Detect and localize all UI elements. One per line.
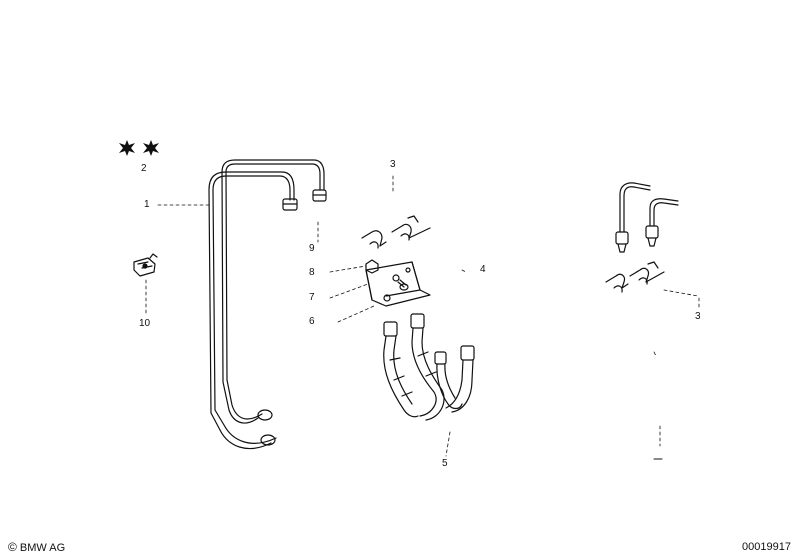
callout-1: 1 [144,199,150,210]
brand-name: BMW AG [19,542,66,554]
callout-10: 10 [139,318,151,329]
callout-9: 9 [309,243,315,254]
copyright-symbol: © [8,540,17,554]
pipe-clip-pair [361,215,431,249]
callout-4: 4 [480,264,486,275]
mounting-bracket [365,259,431,307]
brake-pipe-assembly [208,159,327,450]
copyright-notice: © BMW AG [8,541,65,555]
brake-hose-set [383,313,475,421]
callout-2: 2 [141,163,147,174]
callout-6: 6 [309,316,315,327]
pipe-clip-part [133,253,158,277]
callout-7: 7 [309,292,315,303]
star-icon [119,140,135,156]
callout-3-right: 3 [695,311,701,322]
leader-lines [145,175,700,457]
callout-5: 5 [442,458,448,469]
callout-3-left: 3 [390,159,396,170]
rear-brake-pipes [605,182,679,293]
star-icon [143,140,159,156]
callout-8: 8 [309,267,315,278]
diagram-number: 00019917 [742,541,791,553]
